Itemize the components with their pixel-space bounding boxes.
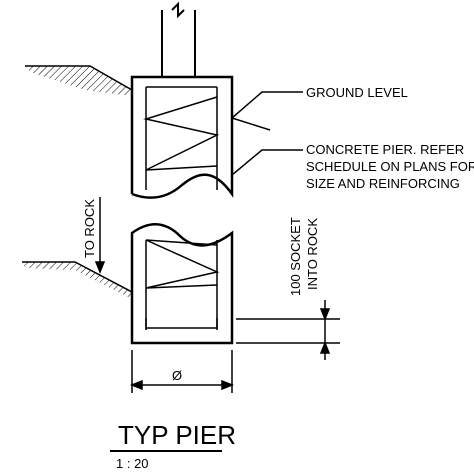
lower-pier-segment [130,223,234,345]
upper-pier-segment [130,75,234,199]
pier-note-line-1: CONCRETE PIER. REFER [306,142,464,157]
upper-ground-hatch [25,65,133,96]
column [161,1,196,78]
diameter-symbol: Ø [172,368,182,383]
socket-label-line-1: 100 SOCKET [288,217,303,296]
ground-level-label: GROUND LEVEL [306,85,408,100]
socket-dimension [236,300,340,360]
to-rock-arrow [94,197,106,275]
ground-level-leader [231,91,303,119]
diameter-dimension [129,350,235,393]
drawing-scale: 1 : 20 [116,456,149,471]
pier-note-line-3: SIZE AND REINFORCING [306,176,460,191]
drawing-title: TYP PIER [118,420,236,450]
to-rock-label: TO ROCK [82,199,97,258]
pier-note-line-2: SCHEDULE ON PLANS FOR [306,159,474,174]
lower-ground-hatch [22,261,133,299]
leader-lines [231,91,303,176]
pier-note-leader [231,149,303,176]
socket-label-line-2: INTO ROCK [305,218,320,290]
